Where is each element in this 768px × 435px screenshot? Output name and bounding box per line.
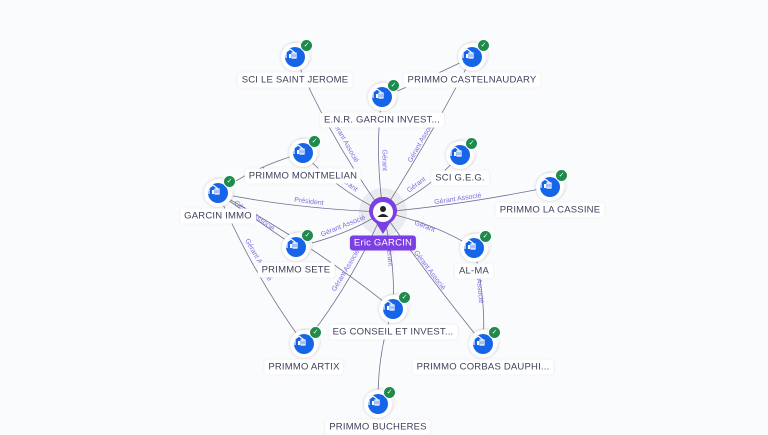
edge-label: Gérant (406, 176, 427, 194)
verified-check-icon: ✓ (479, 230, 492, 243)
company-label[interactable]: AL-MA (454, 263, 494, 279)
company-label[interactable]: PRIMMO LA CASSINE (495, 202, 605, 218)
building-icon (464, 238, 484, 258)
building-icon (208, 183, 228, 203)
company-label[interactable]: PRIMMO ARTIX (264, 359, 344, 375)
verified-check-icon: ✓ (301, 229, 314, 242)
verified-check-icon: ✓ (309, 326, 322, 339)
company-node[interactable]: ✓ (364, 386, 396, 418)
edge (382, 211, 484, 345)
edge-label: Gérant Associé (412, 249, 446, 291)
building-icon (540, 177, 560, 197)
edge-label: Associé (475, 279, 484, 304)
company-node[interactable]: ✓ (204, 175, 236, 207)
edge-label: Gérant (384, 244, 393, 266)
verified-check-icon: ✓ (465, 137, 478, 150)
edge-label: Gérant Associé (331, 248, 361, 292)
company-node[interactable]: ✓ (458, 39, 490, 71)
company-node[interactable]: ✓ (460, 230, 492, 262)
company-node[interactable]: ✓ (446, 137, 478, 169)
company-label[interactable]: PRIMMO CORBAS DAUPHI... (412, 359, 554, 375)
company-label[interactable]: EG CONSEIL ET INVEST... (328, 324, 458, 340)
building-icon (383, 299, 403, 319)
company-node[interactable]: ✓ (282, 229, 314, 261)
verified-check-icon: ✓ (223, 175, 236, 188)
verified-check-icon: ✓ (383, 386, 396, 399)
verified-check-icon: ✓ (477, 39, 490, 52)
company-node[interactable]: ✓ (290, 326, 322, 358)
building-icon (294, 334, 314, 354)
company-node[interactable]: ✓ (536, 169, 568, 201)
edge-label: Gérant Associé (434, 192, 482, 206)
building-icon (368, 394, 388, 414)
edge-label: Président (294, 197, 324, 207)
building-icon (450, 145, 470, 165)
building-icon (293, 143, 313, 163)
company-label[interactable]: PRIMMO MONTMELIAN (244, 168, 362, 184)
company-node[interactable]: ✓ (368, 79, 400, 111)
person-icon (369, 197, 397, 234)
company-label[interactable]: PRIMMO BUCHERES (325, 419, 431, 435)
company-label[interactable]: PRIMMO SETE (257, 262, 335, 278)
verified-check-icon: ✓ (398, 291, 411, 304)
company-label[interactable]: PRIMMO CASTELNAUDARY (403, 72, 541, 88)
verified-check-icon: ✓ (555, 169, 568, 182)
edge (382, 186, 551, 213)
company-node[interactable]: ✓ (289, 135, 321, 167)
company-label[interactable]: SCI LE SAINT JEROME (237, 72, 353, 88)
verified-check-icon: ✓ (488, 326, 501, 339)
company-node[interactable]: ✓ (469, 326, 501, 358)
company-node[interactable]: ✓ (281, 39, 313, 71)
building-icon (372, 87, 392, 107)
edge (217, 192, 384, 213)
building-icon (473, 334, 493, 354)
person-label[interactable]: Eric GARCIN (349, 235, 417, 251)
edge-label: Gérant (380, 150, 387, 172)
company-label[interactable]: GARCIN IMMO (180, 208, 256, 224)
building-icon (462, 47, 482, 67)
company-label[interactable]: E.N.R. GARCIN INVEST... (320, 112, 444, 128)
verified-check-icon: ✓ (387, 79, 400, 92)
building-icon (286, 237, 306, 257)
verified-check-icon: ✓ (308, 135, 321, 148)
company-node[interactable]: ✓ (379, 291, 411, 323)
person-node[interactable] (368, 197, 398, 234)
company-label[interactable]: SCI G.E.G. (431, 170, 489, 186)
edge-label: Gérant (413, 220, 436, 234)
verified-check-icon: ✓ (300, 39, 313, 52)
building-icon (285, 47, 305, 67)
